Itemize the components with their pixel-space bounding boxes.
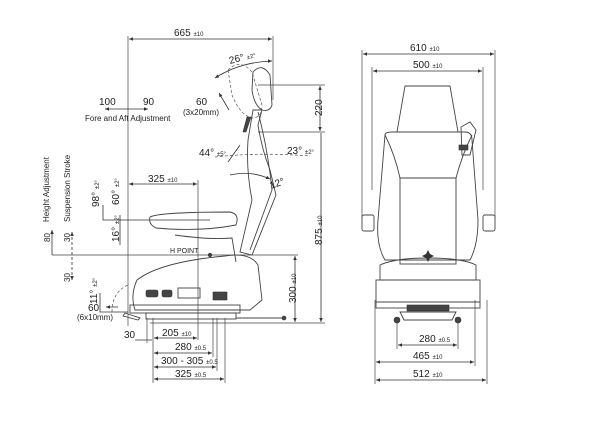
- base-width-label: 465 ±10: [413, 351, 443, 362]
- front-view: 610 ±10 500 ±10 280 ±0.5 465 ±10 512 ±10: [361, 43, 496, 384]
- suspension-down-value: 30: [63, 273, 72, 282]
- side-view: 665 ±10 26° ±2° 60 (3x20mm) 100 90 Fore …: [42, 28, 325, 383]
- armrest-angle-b: 60° ±2°: [111, 177, 122, 205]
- h-point-height-label: 300 ±10: [288, 273, 299, 303]
- h-point-depth-label: 205 ±10: [162, 328, 192, 339]
- height-adjustment-value: 80: [43, 233, 52, 242]
- fore-aft-rear: 100: [99, 97, 116, 108]
- fore-aft-label: Fore and Aft Adjustment: [85, 114, 171, 123]
- headrest-adjust-note: (3x20mm): [183, 108, 219, 117]
- headrest-tilt-label: 26° ±2°: [228, 49, 257, 67]
- height-adjustment-label: Height Adjustment: [42, 156, 51, 222]
- cushion-tilt-label: 11° ±2°: [89, 277, 100, 304]
- sip-marker-icon: [422, 250, 434, 262]
- overall-base-label: 512 ±10: [413, 369, 443, 380]
- cushion-extension-value: 60: [88, 303, 100, 314]
- backrest-forward-label: 44° ±5°: [199, 148, 227, 159]
- h-point-marker: [207, 252, 213, 258]
- armrest-width-label: 610 ±10: [410, 43, 440, 54]
- armrest-angle-c: 16° ±2°: [111, 214, 122, 242]
- overall-depth-label: 665 ±10: [174, 28, 204, 39]
- mount-width-label: 280 ±0.5: [419, 334, 451, 345]
- suspension-stroke-label: Suspension Stroke: [63, 154, 72, 222]
- backrest-angle-label: 12°: [268, 176, 286, 192]
- armrest-depth-label: 325 ±10: [148, 174, 178, 185]
- mount-325-label: 325 ±0.5: [175, 369, 207, 380]
- rail-offset-label: 30: [124, 330, 136, 341]
- headrest-adjust-label: 60: [196, 97, 208, 108]
- backrest-rear-label: 23° ±2°: [287, 146, 315, 157]
- h-point-label: H POINT: [170, 248, 199, 255]
- cushion-extension-note: (6x10mm): [77, 313, 113, 322]
- mount-300-label: 300 - 305 ±0.5: [161, 356, 218, 367]
- suspension-up-value: 30: [63, 233, 72, 242]
- overall-height-label: 875 ±10: [314, 215, 325, 245]
- mount-280-label: 280 ±0.5: [175, 342, 207, 353]
- armrest-angle-a: 98° ±2°: [91, 179, 102, 207]
- headrest-height-label: 220: [314, 99, 325, 116]
- fore-aft-front: 90: [143, 97, 155, 108]
- seat-width-label: 500 ±10: [413, 60, 443, 71]
